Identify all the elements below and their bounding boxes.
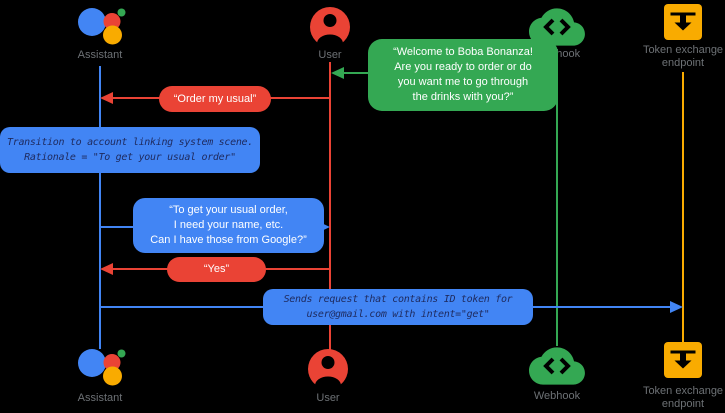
token-exchange-endpoint-icon bbox=[664, 342, 702, 378]
message-bubble-welcome: “Welcome to Boba Bonanza! Are you ready … bbox=[368, 39, 558, 111]
actor-label-user-top: User bbox=[318, 49, 342, 61]
arrowhead-right-icon bbox=[670, 300, 683, 313]
actor-label-webhook-bottom: Webhook bbox=[533, 390, 581, 402]
token-endpoint-lifeline bbox=[682, 72, 684, 342]
webhook-lifeline bbox=[556, 60, 558, 346]
actor-label-token-bottom: Token exchange endpoint bbox=[642, 385, 724, 410]
actor-label-assistant-bottom: Assistant bbox=[77, 392, 123, 404]
actor-label-user-bottom: User bbox=[316, 392, 340, 404]
arrowhead-left-icon bbox=[100, 262, 113, 275]
user-icon bbox=[310, 7, 350, 47]
assistant-lifeline bbox=[99, 66, 101, 349]
message-bubble-yes: “Yes” bbox=[167, 257, 266, 282]
user-icon bbox=[308, 349, 348, 389]
webhook-cloud-icon bbox=[529, 347, 585, 385]
message-bubble-order-usual: “Order my usual” bbox=[159, 86, 271, 112]
note-transition-account-linking: Transition to account linking system sce… bbox=[0, 127, 260, 173]
actor-label-token-top: Token exchange endpoint bbox=[642, 44, 724, 69]
message-bubble-sends-request: Sends request that contains ID token for… bbox=[263, 289, 533, 325]
token-exchange-endpoint-icon bbox=[664, 4, 702, 40]
google-assistant-icon bbox=[78, 349, 126, 386]
message-bubble-ask-google: “To get your usual order, I need your na… bbox=[133, 198, 324, 253]
arrowhead-left-icon bbox=[331, 66, 344, 79]
google-assistant-icon bbox=[78, 8, 126, 45]
arrowhead-left-icon bbox=[100, 91, 113, 104]
user-lifeline bbox=[329, 62, 331, 350]
webhook-cloud-icon bbox=[529, 8, 585, 46]
actor-label-assistant-top: Assistant bbox=[77, 49, 123, 61]
